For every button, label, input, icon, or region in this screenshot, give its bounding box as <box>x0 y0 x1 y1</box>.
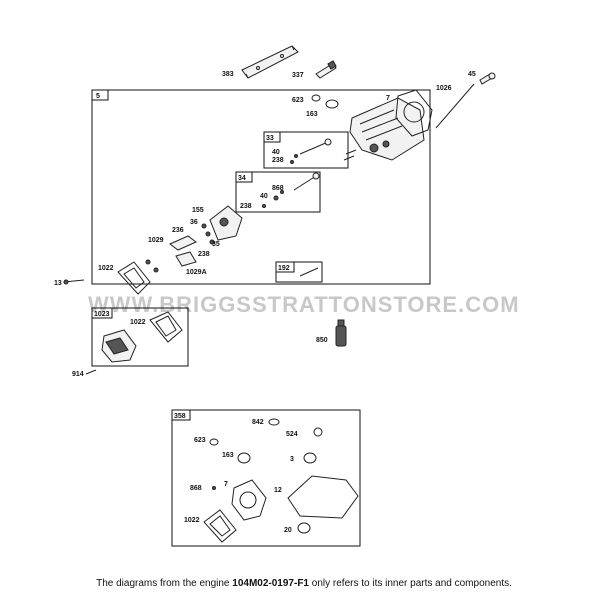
label-1026: 1026 <box>436 85 452 92</box>
crankcase-gasket-12 <box>287 475 359 519</box>
label-1029: 1029 <box>148 237 164 244</box>
footnote-prefix: The diagrams from the engine <box>96 578 233 589</box>
label-20: 20 <box>284 527 292 534</box>
box-5-tag <box>91 89 109 101</box>
label-238-c: 238 <box>198 251 210 258</box>
box-33-label: 33 <box>266 135 274 142</box>
assembly-box-5 <box>91 89 431 285</box>
label-3: 3 <box>290 456 294 463</box>
watermark: WWW.BRIGGSSTRATTONSTORE.COM <box>88 292 520 317</box>
assembly-box-34 <box>235 171 321 213</box>
assembly-box-33 <box>263 131 349 169</box>
label-842: 842 <box>252 419 264 426</box>
springs-36 <box>201 223 215 245</box>
label-36: 36 <box>190 219 198 226</box>
box-358-tag <box>171 409 191 421</box>
assembly-box-358 <box>171 409 361 547</box>
head-gasket-part <box>395 89 433 137</box>
head-gasket-7-b358 <box>231 479 267 521</box>
label-1022-main: 1022 <box>98 265 114 272</box>
bolt-part-45 <box>479 72 496 85</box>
label-1022-b1023: 1022 <box>130 319 146 326</box>
label-623-b358: 623 <box>194 437 206 444</box>
valve-cover-part <box>101 329 137 363</box>
assembly-box-1023 <box>91 307 189 367</box>
label-868-b358: 868 <box>190 485 202 492</box>
seal-20 <box>297 522 311 534</box>
muffler-guard-part <box>241 45 299 79</box>
o-ring-623-b358 <box>209 438 219 446</box>
label-1022-b358: 1022 <box>184 517 200 524</box>
o-ring-623 <box>311 94 321 102</box>
footnote-suffix: only refers to its inner parts and compo… <box>309 578 512 589</box>
label-35: 35 <box>212 241 220 248</box>
label-40-b34: 40 <box>260 193 268 200</box>
label-13: 13 <box>54 280 62 287</box>
box-33-tag <box>263 131 281 143</box>
box-192-tag <box>275 261 295 273</box>
box-192-label: 192 <box>278 265 290 272</box>
valve-cover-gasket-1023 <box>149 311 183 343</box>
oil-bottle-850 <box>335 319 347 347</box>
box-34-tag <box>235 171 253 183</box>
screw-914 <box>85 369 97 375</box>
label-868-b34: 868 <box>272 185 284 192</box>
seal-3 <box>303 452 317 464</box>
valve-part-33 <box>290 138 332 164</box>
valve-springs <box>343 149 357 161</box>
box-34-label: 34 <box>238 175 246 182</box>
gasket-868 <box>212 486 216 490</box>
studs <box>145 259 159 273</box>
rocker-cover-part <box>209 205 243 241</box>
box-5-label: 5 <box>96 93 100 100</box>
label-238-b34: 238 <box>240 203 252 210</box>
label-45: 45 <box>468 71 476 78</box>
gasket-1029 <box>169 235 197 251</box>
label-12: 12 <box>274 487 282 494</box>
cylinder-head-part <box>349 97 425 161</box>
seal-163 <box>325 99 339 109</box>
valve-part-34 <box>262 172 320 208</box>
spark-plug-part <box>315 60 337 79</box>
label-524: 524 <box>286 431 298 438</box>
seal-524 <box>313 427 323 437</box>
footnote: The diagrams from the engine 104M02-0197… <box>0 578 608 589</box>
label-236: 236 <box>172 227 184 234</box>
label-7-main: 7 <box>386 95 390 102</box>
label-163-main: 163 <box>306 111 318 118</box>
label-914: 914 <box>72 371 84 378</box>
label-1029A: 1029A <box>186 269 207 276</box>
label-850: 850 <box>316 337 328 344</box>
valve-cover-gasket-1022 <box>117 261 151 295</box>
label-383: 383 <box>222 71 234 78</box>
label-7-b358: 7 <box>224 481 228 488</box>
screw-13 <box>63 279 85 285</box>
footnote-model: 104M02-0197-F1 <box>232 578 309 589</box>
box-358-label: 358 <box>174 413 186 420</box>
box-1023-tag <box>91 307 113 319</box>
label-155: 155 <box>192 207 204 214</box>
dipstick-tube-part <box>435 83 475 129</box>
label-238-b33: 238 <box>272 157 284 164</box>
seal-163-b358 <box>237 452 251 464</box>
breather-tube-192 <box>299 267 319 277</box>
valve-cover-gasket-1022-b358 <box>203 509 237 543</box>
label-40-b33: 40 <box>272 149 280 156</box>
box-1023-label: 1023 <box>94 311 110 318</box>
label-623-main: 623 <box>292 97 304 104</box>
label-337: 337 <box>292 72 304 79</box>
gasket-1029A <box>175 251 197 267</box>
seal-842 <box>268 418 280 426</box>
label-163-b358: 163 <box>222 452 234 459</box>
